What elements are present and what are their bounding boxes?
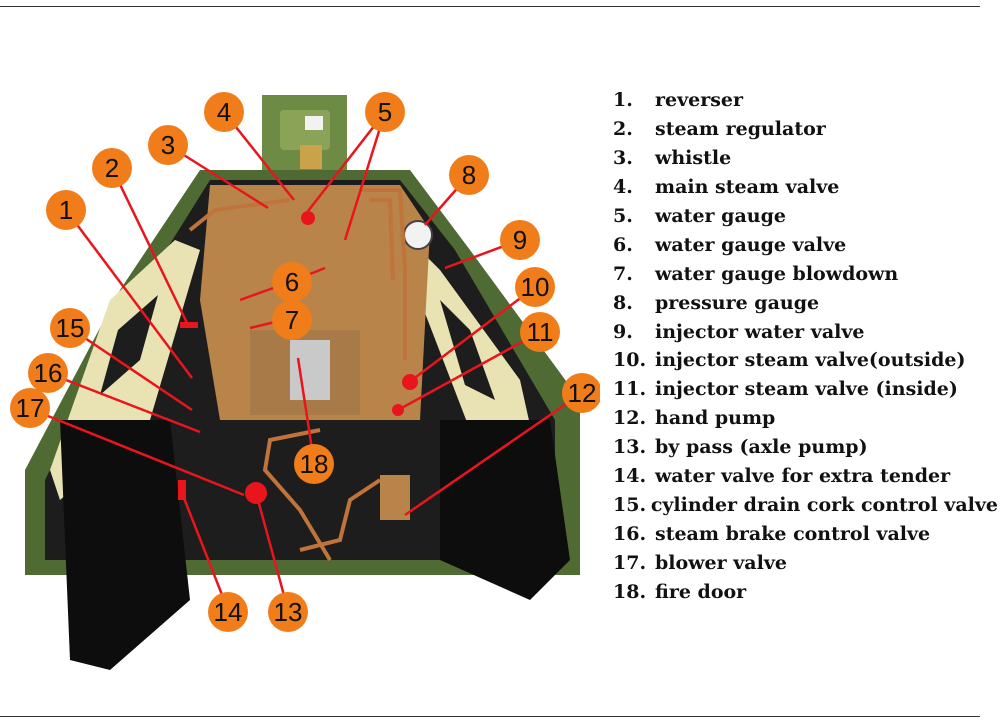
callout-11: 11 — [520, 312, 560, 352]
svg-text:5: 5 — [378, 97, 392, 127]
legend-item: 15.cylinder drain cork control valve — [613, 490, 998, 519]
legend-item: 4. main steam valve — [613, 173, 998, 202]
legend-item: 14. water valve for extra tender — [613, 462, 998, 491]
legend-label: steam brake control valve — [655, 522, 931, 545]
svg-text:6: 6 — [285, 267, 299, 297]
top-rule — [0, 6, 980, 7]
legend-number: 3. — [613, 147, 633, 170]
legend-number: 17. — [613, 551, 647, 574]
legend-number: 10. — [613, 349, 647, 372]
legend-item: 13. by pass (axle pump) — [613, 433, 998, 462]
legend-label: blower valve — [655, 551, 787, 574]
svg-text:9: 9 — [513, 225, 527, 255]
svg-text:18: 18 — [300, 449, 329, 479]
legend-item: 16. steam brake control valve — [613, 519, 998, 548]
legend-label: injector water valve — [655, 320, 865, 343]
parts-legend: 1. reverser 2. steam regulator 3. whistle 4… — [613, 86, 998, 606]
callout-9: 9 — [500, 220, 540, 260]
legend-number: 4. — [613, 176, 633, 199]
legend-number: 8. — [613, 291, 633, 314]
svg-text:1: 1 — [59, 195, 73, 225]
svg-text:8: 8 — [462, 160, 476, 190]
legend-item: 9. injector water valve — [613, 317, 998, 346]
legend-label: reverser — [655, 89, 744, 112]
svg-text:3: 3 — [161, 130, 175, 160]
legend-number: 15. — [613, 493, 647, 516]
legend-label: steam regulator — [655, 118, 826, 141]
callout-16: 16 — [28, 353, 68, 393]
boiler-backhead — [200, 185, 433, 420]
svg-text:16: 16 — [34, 358, 63, 388]
legend-number: 16. — [613, 522, 647, 545]
legend-label: water gauge blowdown — [655, 262, 899, 285]
callout-2: 2 — [92, 148, 132, 188]
legend-item: 11. injector steam valve (inside) — [613, 375, 998, 404]
svg-text:17: 17 — [16, 393, 45, 423]
legend-label: by pass (axle pump) — [655, 436, 868, 459]
legend-number: 11. — [613, 378, 647, 401]
callout-17: 17 — [10, 388, 50, 428]
callout-10: 10 — [515, 267, 555, 307]
legend-label: water gauge valve — [655, 233, 847, 256]
legend-number: 5. — [613, 205, 633, 227]
legend-item: 3. whistle — [613, 144, 998, 173]
svg-text:14: 14 — [214, 597, 243, 627]
callout-1: 1 — [46, 190, 86, 230]
legend-item: 10. injector steam valve(outside) — [613, 346, 998, 375]
locomotive-backhead-diagram: 1 2 3 4 5 6 7 8 9 10 11 12 — [10, 92, 600, 670]
legend-item: 12. hand pump — [613, 404, 998, 433]
svg-text:12: 12 — [568, 378, 597, 408]
legend-label: cylinder drain cork control valve — [650, 493, 998, 516]
legend-label: water valve for extra tender — [655, 465, 951, 488]
bottom-rule — [0, 716, 980, 717]
svg-text:7: 7 — [285, 305, 299, 335]
legend-label: water gauge — [655, 205, 786, 227]
legend-number: 12. — [613, 407, 647, 430]
legend-label: main steam valve — [655, 176, 840, 199]
callout-5: 5 — [365, 92, 405, 132]
legend-number: 2. — [613, 118, 633, 141]
legend-item: 8. pressure gauge — [613, 288, 998, 317]
callout-4: 4 — [204, 92, 244, 132]
legend-label: hand pump — [655, 407, 776, 430]
legend-number: 7. — [613, 262, 633, 285]
legend-label: whistle — [655, 147, 732, 170]
legend-label: injector steam valve (inside) — [655, 378, 958, 401]
legend-item: 2. steam regulator — [613, 115, 998, 144]
legend-item: 7. water gauge blowdown — [613, 259, 998, 288]
copper-pipes — [188, 188, 407, 562]
svg-text:2: 2 — [105, 153, 119, 183]
valves — [178, 322, 418, 520]
callout-6: 6 — [272, 262, 312, 302]
legend-label: fire door — [655, 580, 747, 603]
legend-number: 9. — [613, 320, 633, 343]
callout-7: 7 — [272, 300, 312, 340]
legend-number: 13. — [613, 436, 647, 459]
boiler-top — [262, 95, 347, 175]
legend-number: 18. — [613, 580, 647, 603]
legend-number: 1. — [613, 89, 633, 112]
svg-text:13: 13 — [274, 597, 303, 627]
svg-text:15: 15 — [56, 313, 85, 343]
svg-text:11: 11 — [527, 317, 554, 347]
legend-label: pressure gauge — [655, 291, 820, 314]
legend-item: 6. water gauge valve — [613, 230, 998, 259]
legend-item: 18. fire door — [613, 577, 998, 606]
legend-item: 17. blower valve — [613, 548, 998, 577]
tender-chutes — [60, 420, 570, 670]
svg-text:10: 10 — [521, 272, 550, 302]
callout-15: 15 — [50, 308, 90, 348]
callout-8: 8 — [449, 155, 489, 195]
legend-item: 1. reverser — [613, 86, 998, 115]
legend-number: 14. — [613, 465, 647, 488]
svg-text:4: 4 — [217, 97, 231, 127]
legend-label: injector steam valve(outside) — [655, 349, 966, 372]
legend-item: 5. water gauge — [613, 202, 998, 231]
callout-18: 18 — [294, 444, 334, 484]
legend-number: 6. — [613, 233, 633, 256]
callout-14: 14 — [208, 592, 248, 632]
callout-13: 13 — [268, 592, 308, 632]
callout-3: 3 — [148, 125, 188, 165]
callout-12: 12 — [562, 373, 600, 413]
